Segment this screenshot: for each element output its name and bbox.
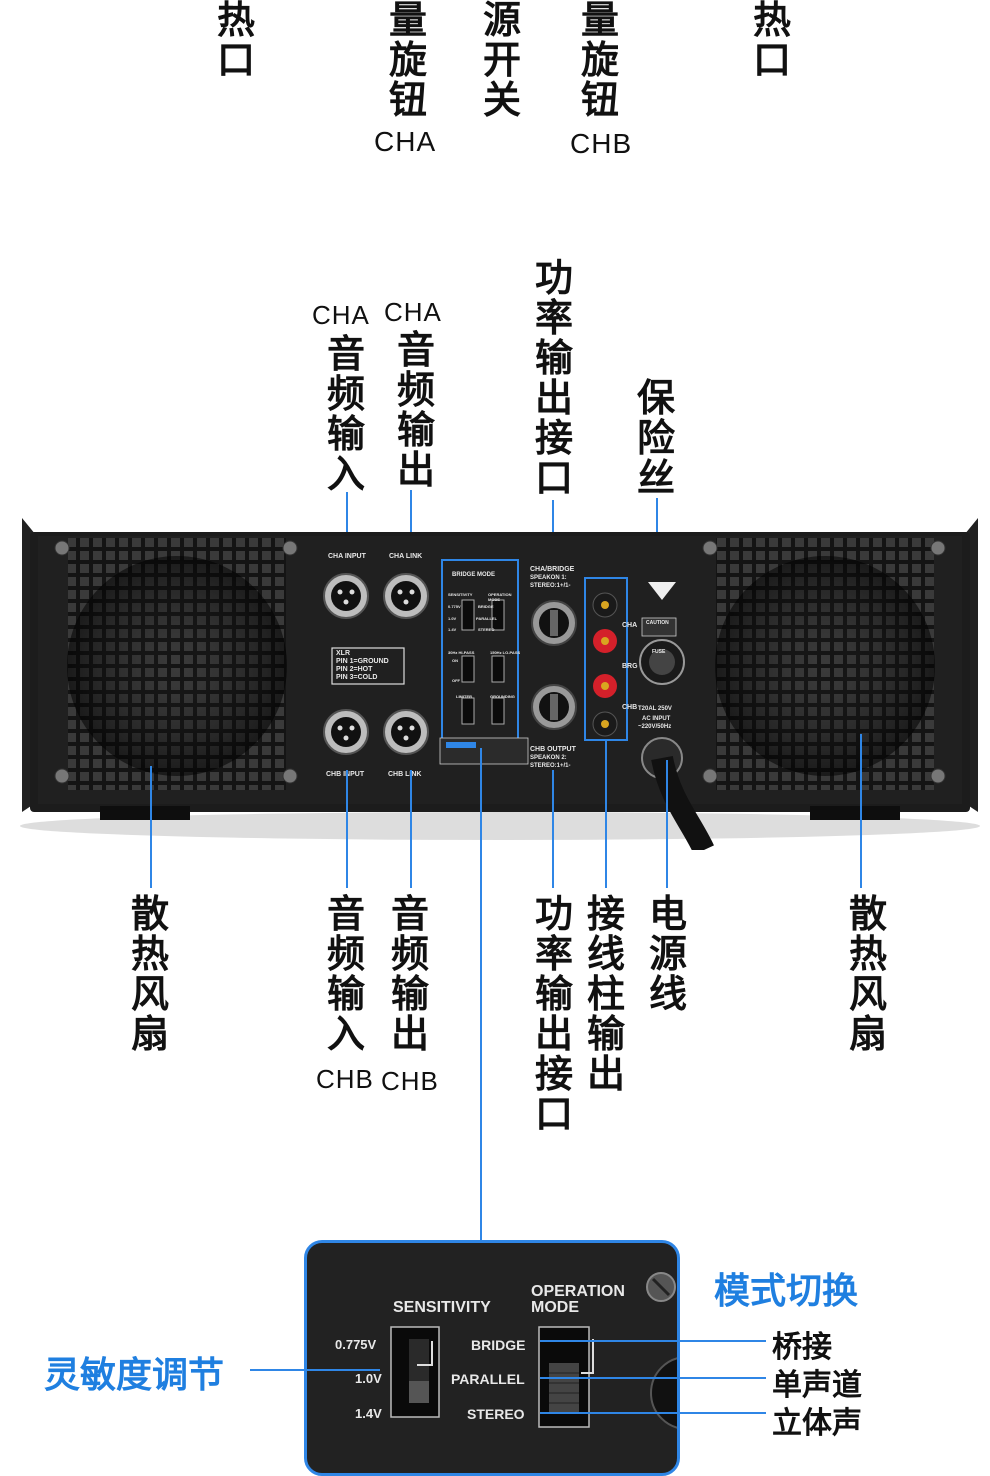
panel-ac-voltage: ~220V/50Hz	[638, 724, 672, 730]
callout-chb-audio-output: 音频输出	[390, 892, 429, 1056]
mode-item-mono: 单声道	[772, 1368, 862, 1403]
callout-cha-audio-output: 音频输出	[396, 328, 435, 492]
leader-sensitivity	[250, 1369, 380, 1371]
panel-sensitivity-label: SENSITIVITY	[448, 592, 473, 597]
top-label-left-hot: 热口	[216, 0, 255, 82]
panel-chb-input-label: CHB INPUT	[326, 771, 365, 778]
panel-speakon2-label: SPEAKON 2:	[530, 755, 567, 761]
panel-hipass-on: ON	[452, 658, 458, 663]
panel-chb-link-label: CHB LINK	[388, 771, 422, 778]
callout-fan-right: 散热风扇	[848, 892, 887, 1056]
panel-mode-bridge: BRIDGE	[478, 604, 494, 609]
zoom-mode-stereo: STEREO	[467, 1406, 525, 1422]
panel-chb-tag: CHB	[622, 704, 638, 711]
zoom-mode-bridge: BRIDGE	[471, 1337, 526, 1353]
callout-fan-left: 散热风扇	[130, 892, 169, 1056]
callout-chb-output-channel: CHB	[381, 1066, 439, 1096]
zoom-sens-0775: 0.775V	[335, 1337, 377, 1352]
zoom-sens-14: 1.4V	[355, 1406, 382, 1421]
callout-terminal-output: 接线柱输出	[586, 892, 625, 1096]
panel-fuse-rating: T20AL 250V	[638, 706, 672, 712]
top-label-power-switch: 源开关	[482, 0, 521, 122]
leader-fan-right	[860, 734, 862, 888]
panel-limiter-label: LIMITER	[456, 694, 472, 699]
panel-mode-stereo: STEREO	[478, 627, 495, 632]
top-label-volume-a-channel: CHA	[374, 126, 437, 157]
zoom-sens-10: 1.0V	[355, 1371, 382, 1386]
panel-hipass-label: 30Hz HI-PASS	[448, 650, 475, 655]
panel-speakon1-label: SPEAKON 1:	[530, 575, 567, 581]
callout-power-output-bottom: 功率输出接口	[534, 892, 573, 1136]
callout-cha-input-channel: CHA	[312, 300, 370, 330]
panel-ac-input-label: AC INPUT	[642, 716, 671, 722]
zoom-mode-label: MODE	[531, 1299, 579, 1316]
panel-brg-tag: BRG	[622, 663, 638, 670]
panel-xlr-pinout: XLR PIN 1=GROUND PIN 2=HOT PIN 3=COLD	[336, 650, 389, 681]
sensitivity-adjust-title: 灵敏度调节	[44, 1355, 225, 1396]
top-label-volume-b: 量旋钮	[580, 0, 619, 122]
panel-operation-mode-label: OPERATION MODE	[488, 592, 512, 602]
mode-switch-title: 模式切换	[714, 1271, 859, 1312]
panel-cha-tag: CHA	[622, 622, 638, 629]
panel-fuse-label: FUSE	[652, 649, 666, 655]
leader-chb-output	[410, 770, 412, 888]
top-label-right-hot: 热口	[752, 0, 791, 82]
leader-power-cord	[666, 760, 668, 888]
callout-cha-output-channel: CHA	[384, 297, 442, 327]
zoom-mode-parallel: PARALLEL	[451, 1371, 525, 1387]
amplifier-rear-panel	[20, 518, 980, 850]
callout-power-output-top: 功率输出接口	[534, 256, 573, 500]
top-label-volume-b-channel: CHB	[570, 128, 633, 159]
panel-chb-output-label: CHB OUTPUT	[530, 746, 576, 753]
mode-item-bridge: 桥接	[772, 1330, 832, 1365]
leader-switch-zoom	[480, 748, 482, 1240]
panel-lopass-label: 150Hz LO-PASS	[490, 650, 521, 655]
panel-sens-14: 1.4V	[448, 627, 457, 632]
leader-mode-bridge	[540, 1340, 766, 1342]
panel-mode-parallel: PARALLEL	[476, 616, 498, 621]
zoom-switch-graphics	[390, 1272, 677, 1429]
callout-power-cord: 电源线	[648, 892, 687, 1016]
panel-stereo1-label: STEREO:1+/1-	[530, 583, 571, 589]
leader-mode-stereo	[540, 1412, 766, 1414]
leader-cha-input	[346, 492, 348, 570]
panel-cha-link-label: CHA LINK	[389, 553, 423, 560]
zoom-operation-label: OPERATION	[531, 1283, 625, 1300]
panel-stereo2-label: STEREO:1+/1-	[530, 763, 571, 769]
panel-caution-label: CAUTION	[646, 620, 669, 626]
panel-bridge-mode-label: BRIDGE MODE	[452, 572, 496, 578]
panel-grounding-label: GROUNDING	[490, 694, 515, 699]
panel-cha-input-label: CHA INPUT	[328, 553, 366, 560]
top-label-volume-a: 量旋钮	[388, 0, 427, 122]
leader-terminal-output	[605, 740, 607, 888]
callout-chb-audio-input: 音频输入	[326, 892, 365, 1056]
panel-cha-bridge-label: CHA/BRIDGE	[530, 566, 575, 573]
switch-zoom-inset: SENSITIVITY OPERATION MODE 0.775V 1.0V 1…	[304, 1240, 680, 1476]
panel-sens-0775: 0.775V	[448, 604, 461, 609]
callout-cha-audio-input: 音频输入	[326, 332, 365, 496]
leader-chb-input	[346, 770, 348, 888]
callout-fuse: 保险丝	[636, 376, 675, 500]
zoom-sensitivity-label: SENSITIVITY	[393, 1299, 491, 1316]
mode-item-stereo: 立体声	[772, 1406, 862, 1441]
leader-cha-output	[410, 490, 412, 570]
leader-fan-left	[150, 766, 152, 888]
leader-power-output-bottom	[552, 770, 554, 888]
panel-hipass-off: OFF	[452, 678, 460, 683]
panel-sens-10: 1.0V	[448, 616, 457, 621]
leader-mode-parallel	[540, 1377, 766, 1379]
callout-chb-input-channel: CHB	[316, 1064, 374, 1094]
